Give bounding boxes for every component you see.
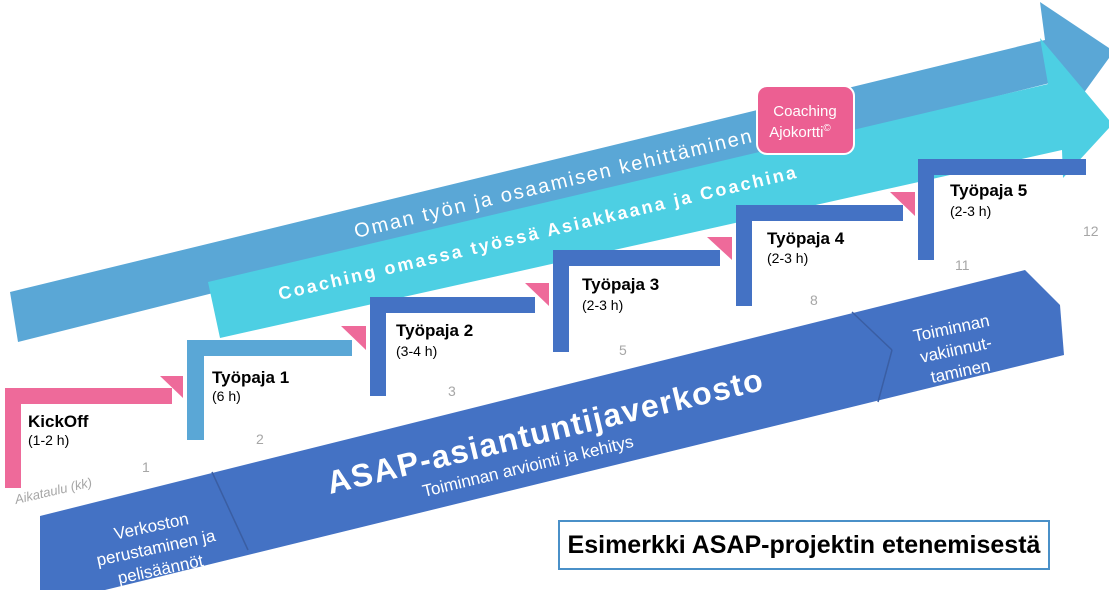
badge-line-2-text: Ajokortti bbox=[769, 124, 823, 141]
month-label-5: 8 bbox=[810, 292, 818, 308]
month-label-3: 3 bbox=[448, 383, 456, 399]
step-tyopaja-2-flag bbox=[525, 283, 549, 306]
step-tyopaja-1-shape bbox=[187, 340, 352, 440]
badge-copyright-mark: © bbox=[823, 123, 831, 134]
network-band-divider-right bbox=[851, 311, 893, 351]
step-tyopaja-2-shape bbox=[370, 297, 535, 396]
step-tyopaja-3-duration: (2-3 h) bbox=[582, 297, 623, 313]
month-label-7: 12 bbox=[1083, 223, 1099, 239]
step-tyopaja-5: Työpaja 5 (2-3 h) bbox=[918, 159, 1086, 260]
step-tyopaja-4-title: Työpaja 4 bbox=[767, 229, 845, 248]
step-tyopaja-4: Työpaja 4 (2-3 h) bbox=[736, 192, 915, 306]
outer-banner-arrow bbox=[10, 2, 1109, 342]
badge-box bbox=[756, 85, 855, 155]
step-tyopaja-2-duration: (3-4 h) bbox=[396, 343, 437, 359]
badge-line-1: Coaching bbox=[773, 103, 836, 120]
month-label-1: 1 bbox=[142, 459, 150, 475]
step-tyopaja-3-shape bbox=[553, 250, 720, 352]
step-tyopaja-3-flag bbox=[707, 237, 732, 260]
network-band bbox=[40, 270, 1064, 590]
step-tyopaja-1-duration: (6 h) bbox=[212, 388, 241, 404]
step-tyopaja-5-title: Työpaja 5 bbox=[950, 181, 1027, 200]
step-kickoff-duration: (1-2 h) bbox=[28, 432, 69, 448]
inner-banner-arrow bbox=[208, 38, 1109, 338]
step-tyopaja-3: Työpaja 3 (2-3 h) bbox=[553, 237, 732, 352]
step-kickoff-flag bbox=[160, 376, 183, 398]
step-tyopaja-5-duration: (2-3 h) bbox=[950, 203, 991, 219]
step-tyopaja-4-flag bbox=[890, 192, 915, 216]
step-kickoff-title: KickOff bbox=[28, 412, 89, 431]
month-label-6: 11 bbox=[955, 257, 970, 273]
step-tyopaja-4-shape bbox=[736, 205, 903, 306]
month-label-4: 5 bbox=[619, 342, 627, 358]
step-kickoff-shape bbox=[5, 388, 172, 488]
step-tyopaja-1-title: Työpaja 1 bbox=[212, 368, 289, 387]
badge-line-2: Ajokortti© bbox=[769, 123, 831, 141]
timeline-axis-label: Aikataulu (kk) bbox=[12, 475, 93, 508]
step-tyopaja-1: Työpaja 1 (6 h) bbox=[187, 326, 366, 440]
month-label-2: 2 bbox=[256, 431, 264, 447]
network-band-divider-right-2 bbox=[877, 349, 893, 403]
step-tyopaja-5-shape bbox=[918, 159, 1086, 260]
step-tyopaja-3-title: Työpaja 3 bbox=[582, 275, 659, 294]
step-tyopaja-1-flag bbox=[341, 326, 366, 350]
step-tyopaja-4-duration: (2-3 h) bbox=[767, 250, 808, 266]
step-kickoff: KickOff (1-2 h) bbox=[5, 376, 183, 488]
step-tyopaja-2-title: Työpaja 2 bbox=[396, 321, 473, 340]
diagram-caption: Esimerkki ASAP-projektin etenemisestä bbox=[558, 520, 1050, 570]
coaching-ajokortti-badge: Coaching Ajokortti© bbox=[756, 85, 855, 155]
network-band-divider-left bbox=[211, 471, 249, 551]
step-tyopaja-2: Työpaja 2 (3-4 h) bbox=[370, 283, 549, 396]
